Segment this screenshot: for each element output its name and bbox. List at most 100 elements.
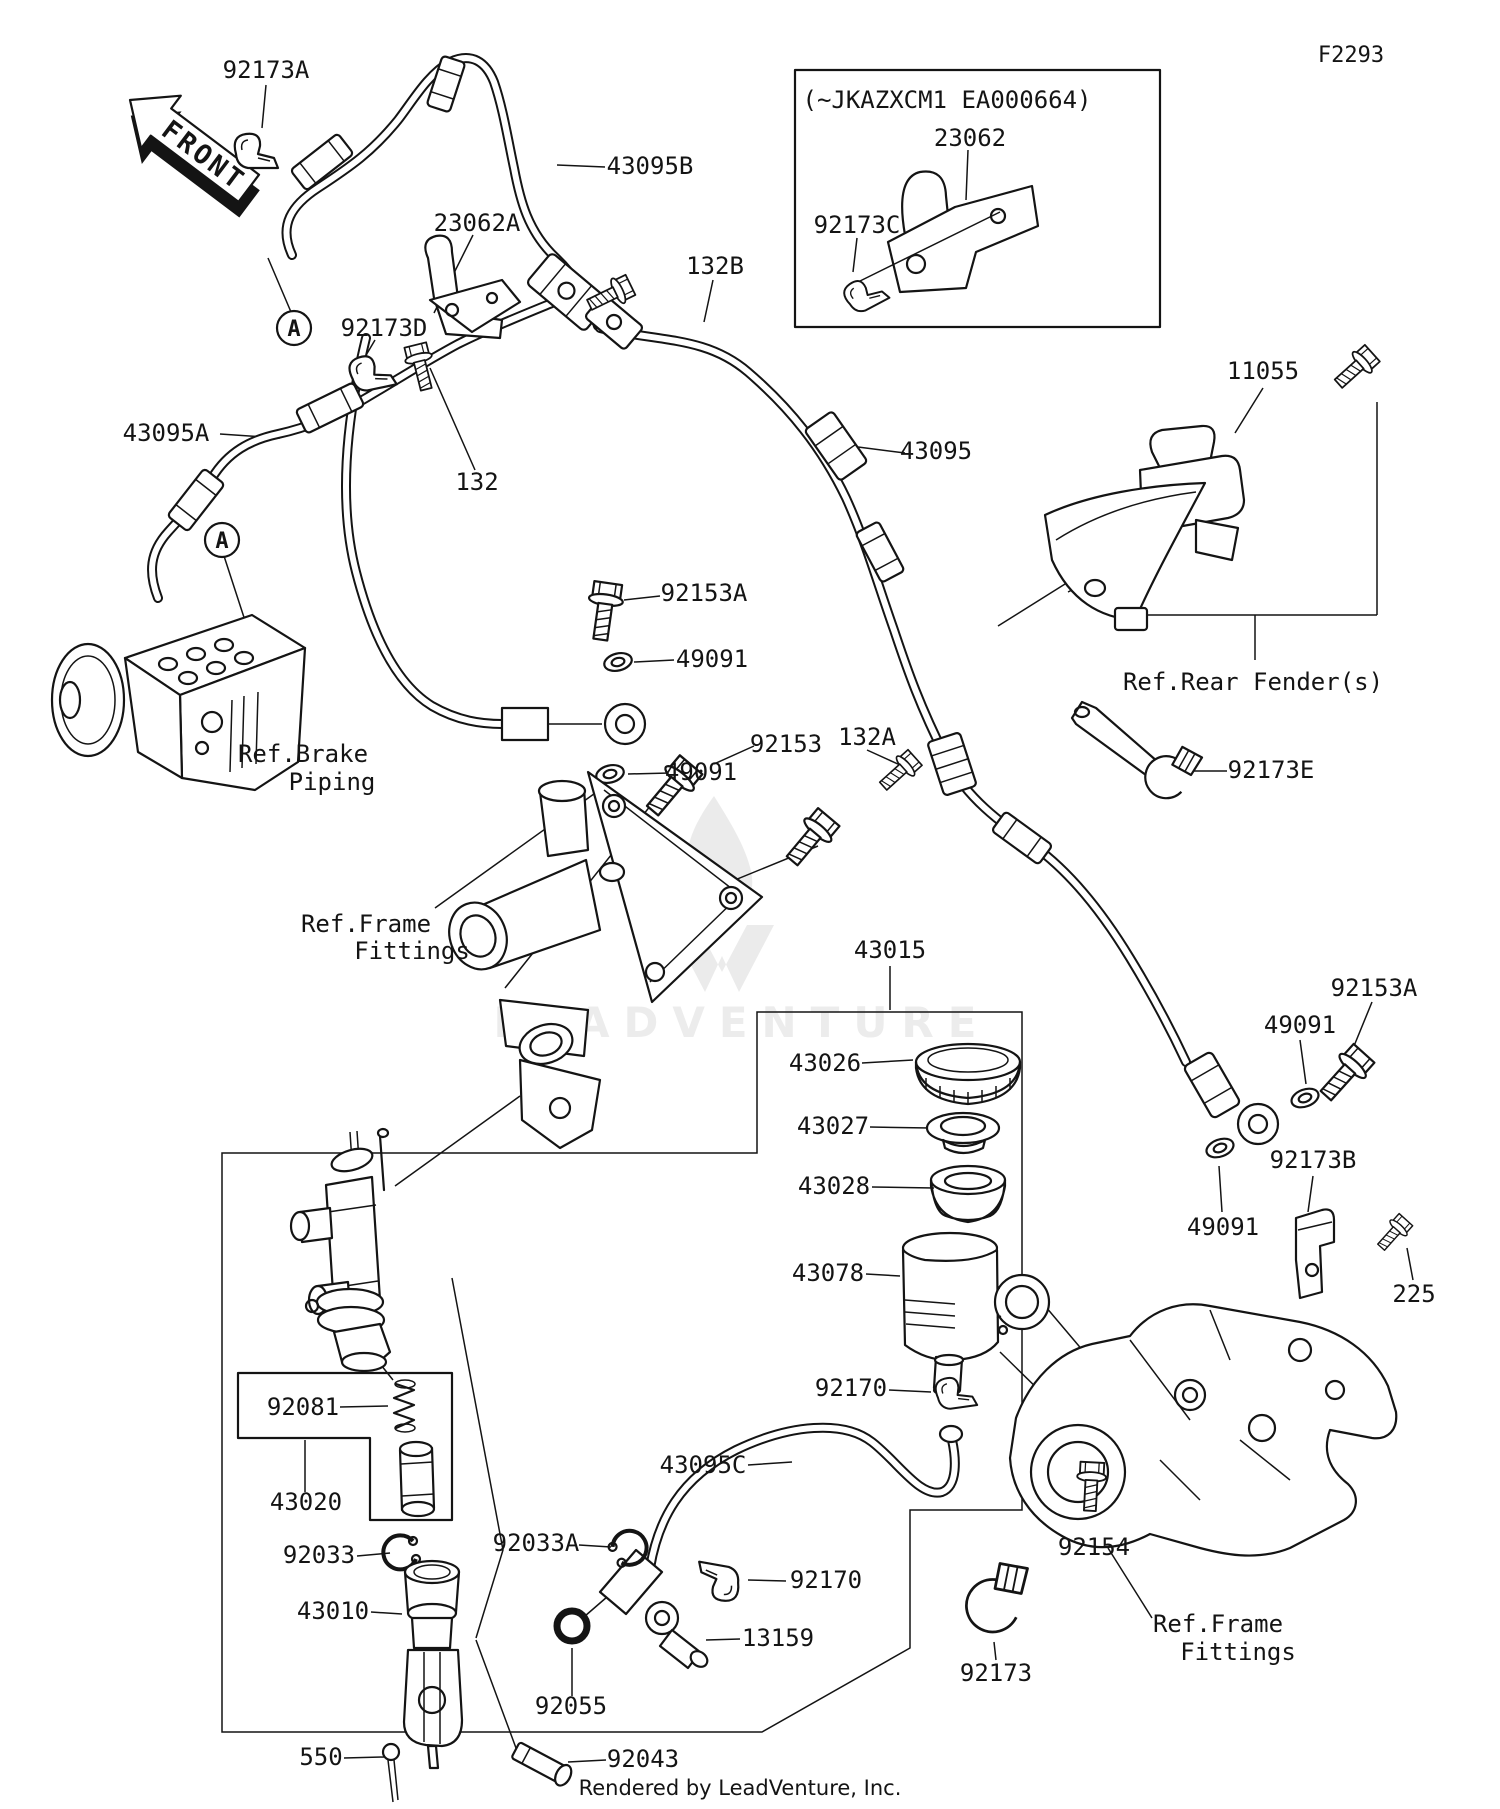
hose-clamp-43095-upper (804, 411, 868, 481)
reservoir-diaphragm-43028 (929, 1164, 1007, 1224)
part-label-43095a: 43095A (123, 419, 210, 447)
detail-marker-a2-label: A (215, 529, 228, 554)
part-label-23062: 23062 (934, 124, 1006, 152)
reservoir-tank-43078 (901, 1231, 1051, 1402)
rear-hose-banjo (1236, 1102, 1280, 1146)
part-label-132b: 132B (686, 252, 744, 280)
part-label-132: 132 (455, 468, 498, 496)
part-label-49091-1: 49091 (676, 645, 748, 673)
washer-49091-top (601, 649, 635, 675)
bolt-132 (401, 340, 441, 394)
abs-ports (157, 637, 255, 686)
rear-fender-outline (1043, 481, 1207, 632)
variant-vin-note: (~JKAZXCM1 EA000664) (803, 86, 1092, 114)
clevis-pin-92043 (511, 1741, 573, 1787)
part-label-23062a: 23062A (434, 209, 521, 237)
piston-43020 (398, 1440, 436, 1518)
hose-43095c-end (938, 1424, 964, 1444)
clamp-92173-bottom (965, 1562, 1029, 1634)
ref-label-frame-fittings-bottom-2: Fittings (1180, 1638, 1296, 1666)
master-cylinder-body-lower (289, 1127, 392, 1373)
washer-49091-right-lower (1202, 1134, 1238, 1162)
ref-label-frame-fittings-top-1: Ref.Frame (301, 910, 431, 938)
part-label-92153: 92153 (750, 730, 822, 758)
master-cylinder-assembly (448, 770, 764, 1150)
bolt-92153a-right (1312, 1040, 1378, 1109)
part-label-92173b: 92173B (1270, 1146, 1357, 1174)
rear-caliper-bracket (1008, 1303, 1398, 1557)
clamp-92173c (839, 269, 891, 317)
reservoir-plate-43027 (925, 1111, 1001, 1155)
part-label-92173a: 92173A (223, 56, 310, 84)
hose-clamp-block-43095 (927, 732, 977, 796)
detail-marker-a1-label: A (287, 317, 300, 342)
bracket-23062-variant (857, 170, 1040, 294)
washer-49091-right-upper (1287, 1084, 1323, 1112)
detail-marker-a2: A (203, 521, 241, 559)
part-label-92153a-1: 92153A (661, 579, 748, 607)
hose-junction-fitting (526, 253, 644, 350)
part-label-43095c: 43095C (660, 1451, 747, 1479)
part-label-43027: 43027 (797, 1112, 869, 1140)
bolt-92153-2 (778, 805, 843, 873)
part-label-92033: 92033 (283, 1541, 355, 1569)
reservoir-cap-43026 (914, 1042, 1022, 1106)
front-arrow (128, 94, 261, 203)
part-label-92081: 92081 (267, 1393, 339, 1421)
banjo-fitting-abs (500, 702, 647, 746)
part-label-43010: 43010 (297, 1597, 369, 1625)
bolt-92153a-top (582, 579, 627, 643)
detail-marker-a1: A (275, 309, 313, 347)
rear-hose-banjo-hole (1247, 1113, 1269, 1135)
part-label-43028: 43028 (798, 1172, 870, 1200)
hose-ferrules (167, 55, 1241, 1119)
clamp-92170-bottom (692, 1560, 743, 1605)
part-label-49091-4: 49091 (1187, 1213, 1259, 1241)
part-label-92173d: 92173D (341, 314, 428, 342)
bolt-132a (873, 747, 925, 797)
oring-92055 (553, 1607, 591, 1645)
clamp-92173a (233, 132, 280, 170)
part-label-92043: 92043 (607, 1745, 679, 1773)
clamp-92170-top (933, 1373, 979, 1412)
part-label-225: 225 (1392, 1280, 1435, 1308)
part-labels: 92173A 43095B 23062A 132B 92173D 43095A … (123, 43, 1436, 1773)
part-label-92173: 92173 (960, 1659, 1032, 1687)
render-credit: Rendered by LeadVenture, Inc. (579, 1776, 902, 1800)
bracket-23062a (424, 234, 522, 340)
piston-group-box (236, 1371, 454, 1522)
part-label-43020: 43020 (270, 1488, 342, 1516)
bracket-92173b (1294, 1208, 1336, 1300)
part-label-92153a-2: 92153A (1331, 974, 1418, 1002)
part-label-43026: 43026 (789, 1049, 861, 1077)
part-label-92170-2: 92170 (790, 1566, 862, 1594)
elbow-13159 (644, 1600, 709, 1670)
bolt-225 (1372, 1211, 1415, 1256)
clamp-92173e-end (1138, 737, 1205, 807)
leader-line-set-lower (304, 1059, 1414, 1763)
abs-unit (50, 613, 307, 792)
screw-11055 (1328, 342, 1383, 395)
part-label-92154: 92154 (1058, 1533, 1130, 1561)
part-label-43015: 43015 (854, 936, 926, 964)
part-label-11055: 11055 (1227, 357, 1299, 385)
figure-code: F2293 (1318, 43, 1384, 68)
ref-label-frame-fittings-bottom-1: Ref.Frame (1153, 1610, 1283, 1638)
part-label-92173e: 92173E (1228, 756, 1315, 784)
part-label-43078: 43078 (792, 1259, 864, 1287)
rear-hose-end-ferrule (1183, 1051, 1241, 1119)
hose-43095c-path (645, 1422, 960, 1573)
part-label-43095: 43095 (900, 437, 972, 465)
part-label-92033a: 92033A (493, 1529, 580, 1557)
brake-hoses (147, 53, 1191, 1616)
leader-line-set-top (219, 84, 1378, 660)
part-label-92173c: 92173C (814, 211, 901, 239)
assembly-outline-box (221, 1011, 1023, 1733)
part-label-92055: 92055 (535, 1692, 607, 1720)
part-label-49091-2: 49091 (665, 758, 737, 786)
part-label-49091-3: 49091 (1264, 1011, 1336, 1039)
part-label-43095b: 43095B (607, 152, 694, 180)
part-label-132a: 132A (838, 723, 896, 751)
